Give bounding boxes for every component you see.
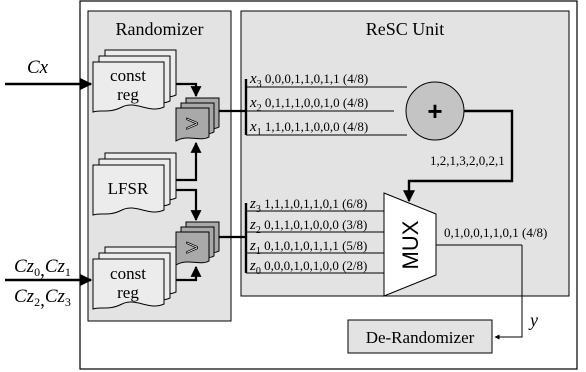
const-reg-bottom-layer-1	[92, 258, 165, 310]
randomizer-title: Randomizer	[116, 19, 204, 39]
cz-subscript: 3	[65, 295, 71, 309]
const-reg-top-layer-1	[92, 61, 165, 113]
z-stream-label: z0 0,0,0,1,0,1,0,0 (2/8)	[249, 258, 367, 277]
comparator-bottom: >	[175, 221, 220, 266]
const-reg-top: const reg	[92, 49, 177, 113]
comparator-top: >	[175, 97, 220, 142]
const-reg-bottom: const reg	[92, 246, 177, 310]
mux: MUX	[383, 192, 437, 297]
comparator-top-layer-1	[175, 107, 210, 142]
comparator-buses	[219, 109, 246, 239]
z-stream-labels: z3 1,1,1,0,1,1,0,1 (6/8)z2 0,1,1,0,1,0,0…	[249, 196, 367, 277]
resc-unit-title: ReSC Unit	[366, 19, 445, 39]
derandomizer-label: De-Randomizer	[366, 328, 475, 347]
lfsr-layer-1	[92, 164, 165, 216]
const-reg-bottom-label-line2: reg	[117, 283, 139, 302]
x-stream-label: x1 1,1,0,1,1,0,0,0 (4/8)	[249, 119, 368, 138]
z-subscript: 0	[256, 266, 261, 277]
const-reg-top-label-line1: const	[110, 66, 146, 85]
z-subscript: 2	[256, 225, 261, 236]
mux-label: MUX	[398, 220, 423, 269]
z-stream-label: z2 0,1,1,0,1,0,0,0 (3/8)	[249, 217, 367, 236]
x-variable: x	[249, 71, 257, 87]
wire-lfsr-to-comparator-bottom	[176, 188, 202, 222]
adder-symbol: +	[427, 96, 442, 126]
z-variable: z	[249, 238, 256, 254]
z-bitstream: 0,1,0,1,0,1,1,1 (5/8)	[261, 238, 368, 253]
x-variable: x	[249, 95, 257, 111]
input-cz-label-line2: Cz2,Cz3	[14, 286, 71, 311]
x-subscript: 1	[257, 127, 262, 138]
x-bitstream: 1,1,0,1,1,0,0,0 (4/8)	[262, 119, 369, 134]
cz-subscript: 2	[34, 295, 40, 309]
input-cx-label: Cx	[27, 57, 49, 78]
wire-lfsr-to-comparator-top	[176, 141, 202, 182]
adder: +	[405, 81, 465, 141]
x-stream-labels: x3 0,0,0,1,1,0,1,1 (4/8)x2 0,1,1,1,0,0,1…	[249, 71, 368, 138]
derandomizer-box	[347, 319, 493, 354]
z-variable: z	[249, 196, 256, 212]
cz-variable: Cz	[45, 286, 66, 307]
wire-constreg-top-to-comparator	[176, 82, 202, 98]
cz-subscript: 1	[65, 265, 71, 279]
z-stream-label: z3 1,1,1,0,1,1,0,1 (6/8)	[249, 196, 367, 215]
cz-variable: Cz	[14, 256, 35, 277]
comparator-bottom-symbol: >	[186, 235, 199, 260]
z-stream-label: z1 0,1,0,1,0,1,1,1 (5/8)	[249, 238, 367, 257]
comparator-top-symbol: >	[186, 111, 199, 136]
z-variable: z	[249, 258, 256, 274]
wire-constreg-bottom-to-comparator	[176, 265, 202, 282]
z-stream-lines	[246, 210, 384, 274]
z-bitstream: 0,0,0,1,0,1,0,0 (2/8)	[261, 258, 368, 273]
input-cz-label-line1: Cz0,Cz1	[14, 256, 71, 281]
z-subscript: 3	[256, 204, 261, 215]
x-bitstream: 0,1,1,1,0,0,1,0 (4/8)	[262, 95, 369, 110]
mux-body	[383, 192, 437, 297]
input-cz: Cz0,Cz1 Cz2,Cz3	[5, 256, 93, 311]
cz-variable: Cz	[14, 286, 35, 307]
derandomizer: De-Randomizer	[347, 319, 493, 354]
comparator-bottom-layer-1	[175, 231, 210, 266]
randomizer-wiring	[176, 82, 202, 282]
cz-separator: ,	[40, 260, 45, 281]
const-reg-top-label-line2: reg	[117, 85, 139, 104]
z-bitstream: 1,1,1,0,1,1,0,1 (6/8)	[261, 196, 368, 211]
z-bitstream: 0,1,1,0,1,0,0,0 (3/8)	[261, 217, 368, 232]
cz-separator: ,	[40, 290, 45, 311]
cz-variable: Cz	[45, 256, 66, 277]
x-stream-lines	[246, 86, 407, 136]
mux-output-label: 0,1,0,0,1,1,0,1 (4/8)	[444, 225, 547, 240]
const-reg-bottom-label-line1: const	[110, 264, 146, 283]
cz-subscript: 0	[34, 265, 40, 279]
x-stream-label: x3 0,0,0,1,1,0,1,1 (4/8)	[249, 71, 368, 90]
wire-adder-to-mux	[403, 109, 514, 203]
x-subscript: 2	[257, 103, 262, 114]
z-variable: z	[249, 217, 256, 233]
output-y-label: y	[528, 310, 538, 330]
x-stream-label: x2 0,1,1,1,0,0,1,0 (4/8)	[249, 95, 368, 114]
x-variable: x	[249, 119, 257, 135]
wire-mux-to-derandomizer	[494, 245, 523, 340]
x-subscript: 3	[257, 79, 262, 90]
input-cx: Cx	[5, 57, 93, 90]
adder-output-label: 1,2,1,3,2,0,2,1	[430, 153, 505, 168]
lfsr: LFSR	[92, 152, 177, 216]
z-subscript: 1	[256, 246, 261, 257]
lfsr-label: LFSR	[108, 179, 149, 198]
x-bitstream: 0,0,0,1,1,0,1,1 (4/8)	[262, 71, 369, 86]
